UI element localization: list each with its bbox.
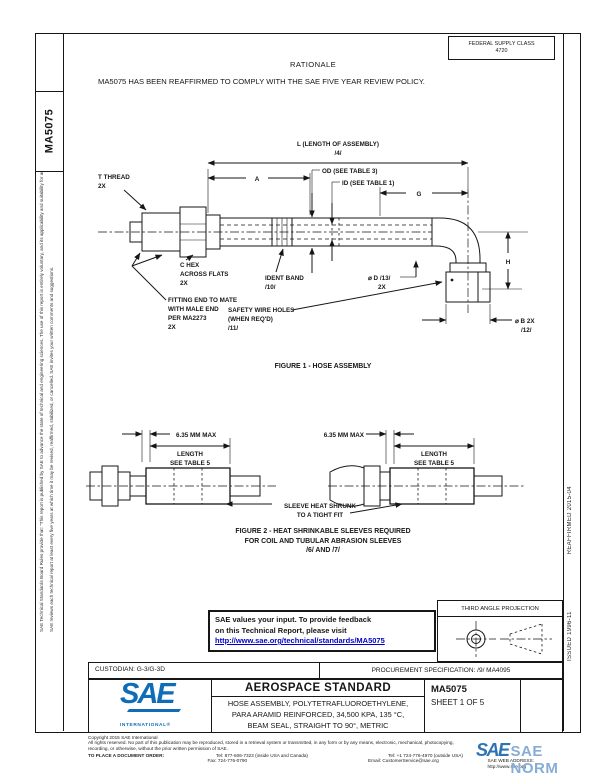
figure2-drawing: 6.35 MM MAX LENGTH SEE TABLE 5 6.35 MM M… bbox=[86, 430, 526, 519]
dia-b-note: /12/ bbox=[521, 327, 532, 334]
watermark-sae-logo: SAE bbox=[476, 740, 510, 760]
sleeve-note-label2: TO A TIGHT FIT bbox=[297, 512, 343, 519]
dia-b-label: ⌀ B 2X bbox=[515, 318, 535, 325]
id-label: ID (SEE TABLE 1) bbox=[342, 180, 394, 187]
c-hex-qty: 2X bbox=[180, 280, 189, 287]
footer-copyright: Copyright 2015 SAE International bbox=[88, 735, 158, 740]
federal-supply-class-box: FEDERAL SUPPLY CLASS 4720 bbox=[448, 36, 555, 60]
title-cell: AEROSPACE STANDARD HOSE ASSEMBLY, POLYTE… bbox=[211, 680, 424, 732]
title-line2: PARA ARAMID REINFORCED, 34,500 KPA, 135 … bbox=[231, 709, 405, 719]
doc-number-vertical: MA5075 bbox=[43, 108, 56, 154]
sheet-number: SHEET 1 OF 5 bbox=[431, 698, 485, 707]
ident-band-note: /10/ bbox=[265, 284, 276, 291]
figure1-caption: FIGURE 1 - HOSE ASSEMBLY bbox=[274, 363, 372, 370]
third-angle-projection-title: THIRD ANGLE PROJECTION bbox=[438, 601, 562, 617]
right-column-divider bbox=[563, 33, 565, 731]
footer-email: Email: CustomerService@sae.org bbox=[368, 758, 439, 764]
length-left-ref: SEE TABLE 5 bbox=[170, 460, 211, 467]
fitting-end-label: FITTING END TO MATE bbox=[168, 297, 237, 304]
rationale-heading: RATIONALE bbox=[289, 60, 337, 69]
ident-band-label: IDENT BAND bbox=[265, 275, 304, 282]
left-box-divider-bottom bbox=[35, 171, 63, 173]
sae-logo-subtext: INTERNATIONAL® bbox=[120, 722, 171, 728]
left-margin-disclaimer-2: SAE reviews each technical report at lea… bbox=[49, 266, 54, 632]
feedback-link[interactable]: http://www.sae.org/technical/standards/M… bbox=[215, 636, 385, 645]
revision-cell bbox=[520, 680, 562, 732]
feedback-line1: SAE values your input. To provide feedba… bbox=[215, 615, 372, 624]
sae-logo: SAE INTERNATIONAL® bbox=[120, 679, 182, 731]
title-block: SAE INTERNATIONAL® AEROSPACE STANDARD HO… bbox=[88, 679, 563, 733]
fitting-end-label2: WITH MALE END bbox=[168, 306, 219, 313]
custodian-cell: CUSTODIAN: G-3/G-3D bbox=[95, 666, 165, 673]
third-angle-projection-box: THIRD ANGLE PROJECTION bbox=[437, 600, 563, 662]
left-margin-disclaimer-1: SAE Technical Standards Board Rules prov… bbox=[39, 172, 44, 632]
title-line3: BEAM SEAL, STRAIGHT TO 90°, METRIC bbox=[247, 720, 389, 730]
max-gap-right-label: 6.35 MM MAX bbox=[324, 432, 365, 439]
figure1-drawing: L (LENGTH OF ASSEMBLY) /4/ A T THREAD 2X bbox=[98, 141, 535, 334]
c-hex-label2: ACROSS FLATS bbox=[180, 271, 229, 278]
footer-fax: Fax: 724-776-0790 bbox=[207, 758, 248, 764]
c-hex-label: C HEX bbox=[180, 262, 200, 269]
t-thread-qty: 2X bbox=[98, 183, 107, 190]
third-angle-projection-symbol bbox=[456, 621, 552, 657]
doc-number: MA5075 bbox=[431, 684, 467, 695]
watermark-text: SAE NORM bbox=[510, 743, 559, 776]
sae-logo-text: SAE bbox=[120, 677, 176, 710]
title-line1: HOSE ASSEMBLY, POLYTETRAFLUOROETHYLENE, bbox=[227, 699, 409, 708]
fsc-label: FEDERAL SUPPLY CLASS bbox=[468, 41, 535, 47]
footer-order-label: TO PLACE A DOCUMENT ORDER: bbox=[88, 752, 165, 758]
left-box-divider-top bbox=[35, 91, 63, 93]
dim-l-label: L (LENGTH OF ASSEMBLY) bbox=[297, 141, 379, 148]
figure2-caption-line1: FIGURE 2 - HEAT SHRINKABLE SLEEVES REQUI… bbox=[235, 528, 411, 535]
t-thread-label: T THREAD bbox=[98, 174, 130, 181]
custodian-row: CUSTODIAN: G-3/G-3D PROCUREMENT SPECIFIC… bbox=[88, 662, 563, 679]
safety-wire-label2: (WHEN REQ'D) bbox=[228, 316, 273, 323]
length-right-ref: SEE TABLE 5 bbox=[414, 460, 455, 467]
feedback-line2: on this Technical Report, please visit bbox=[215, 625, 347, 635]
sae-logo-cell: SAE INTERNATIONAL® bbox=[89, 679, 211, 732]
procurement-cell: PROCUREMENT SPECIFICATION: /9/ MA4095 bbox=[319, 663, 562, 678]
dim-h-label: H bbox=[506, 259, 511, 266]
safety-wire-label: SAFETY WIRE HOLES bbox=[228, 307, 294, 314]
footer-web: SAE WEB ADDRESS: http://www.sae.org bbox=[487, 758, 534, 769]
left-column-divider bbox=[63, 33, 65, 731]
fsc-code: 4720 bbox=[495, 48, 508, 54]
sae-logo-swoosh bbox=[126, 708, 182, 712]
dia-d-label: ⌀ D /13/ bbox=[368, 275, 391, 282]
issued-date: ISSUED 1996-11 bbox=[567, 611, 573, 661]
footer-tel-outside: Tel: +1 724-776-4970 (outside USA) bbox=[388, 752, 463, 758]
footer-rights-line1: All rights reserved. No part of this pub… bbox=[88, 740, 454, 746]
doc-number-cell: MA5075 SHEET 1 OF 5 bbox=[424, 680, 520, 732]
dim-g-label: G bbox=[417, 191, 422, 198]
fitting-end-label3: PER MA2273 bbox=[168, 315, 207, 322]
reaffirmed-date: REAFFIRMED 2015-04 bbox=[567, 486, 573, 555]
issued-reaffirmed-dates: ISSUED 1996-11 REAFFIRMED 2015-04 bbox=[567, 331, 578, 661]
footer: Copyright 2015 SAE International All rig… bbox=[88, 735, 568, 769]
standard-type: AEROSPACE STANDARD bbox=[212, 680, 424, 697]
footer-tel-inside: Tel: 877-606-7323 (inside USA and Canada… bbox=[216, 752, 308, 758]
figure2-caption: FIGURE 2 - HEAT SHRINKABLE SLEEVES REQUI… bbox=[80, 527, 566, 556]
figure2-caption-line2: FOR COIL AND TUBULAR ABRASION SLEEVES bbox=[244, 537, 402, 545]
footer-rights-line2: recording, or otherwise, without the pri… bbox=[88, 745, 228, 751]
max-gap-left-label: 6.35 MM MAX bbox=[176, 432, 217, 439]
dia-d-qty: 2X bbox=[378, 284, 387, 291]
length-right-label: LENGTH bbox=[421, 451, 447, 458]
safety-wire-note: /11/ bbox=[228, 325, 238, 332]
fitting-end-qty: 2X bbox=[168, 324, 177, 331]
doc-number-vertical-box: MA5075 bbox=[35, 91, 63, 171]
sleeve-note-label: SLEEVE HEAT SHRUNK bbox=[284, 503, 356, 510]
rationale-body: MA5075 HAS BEEN REAFFIRMED TO COMPLY WIT… bbox=[98, 77, 425, 86]
length-left-label: LENGTH bbox=[177, 451, 203, 458]
sae-norm-watermark: SAE SAE NORM INTERNATIONAL. bbox=[476, 740, 594, 776]
od-label: OD (SEE TABLE 3) bbox=[322, 168, 378, 175]
feedback-box: SAE values your input. To provide feedba… bbox=[208, 610, 436, 652]
dim-a-label: A bbox=[255, 176, 260, 183]
figure2-caption-line3: /6/ AND /7/ bbox=[306, 547, 340, 554]
dim-l-note: /4/ bbox=[334, 150, 341, 157]
